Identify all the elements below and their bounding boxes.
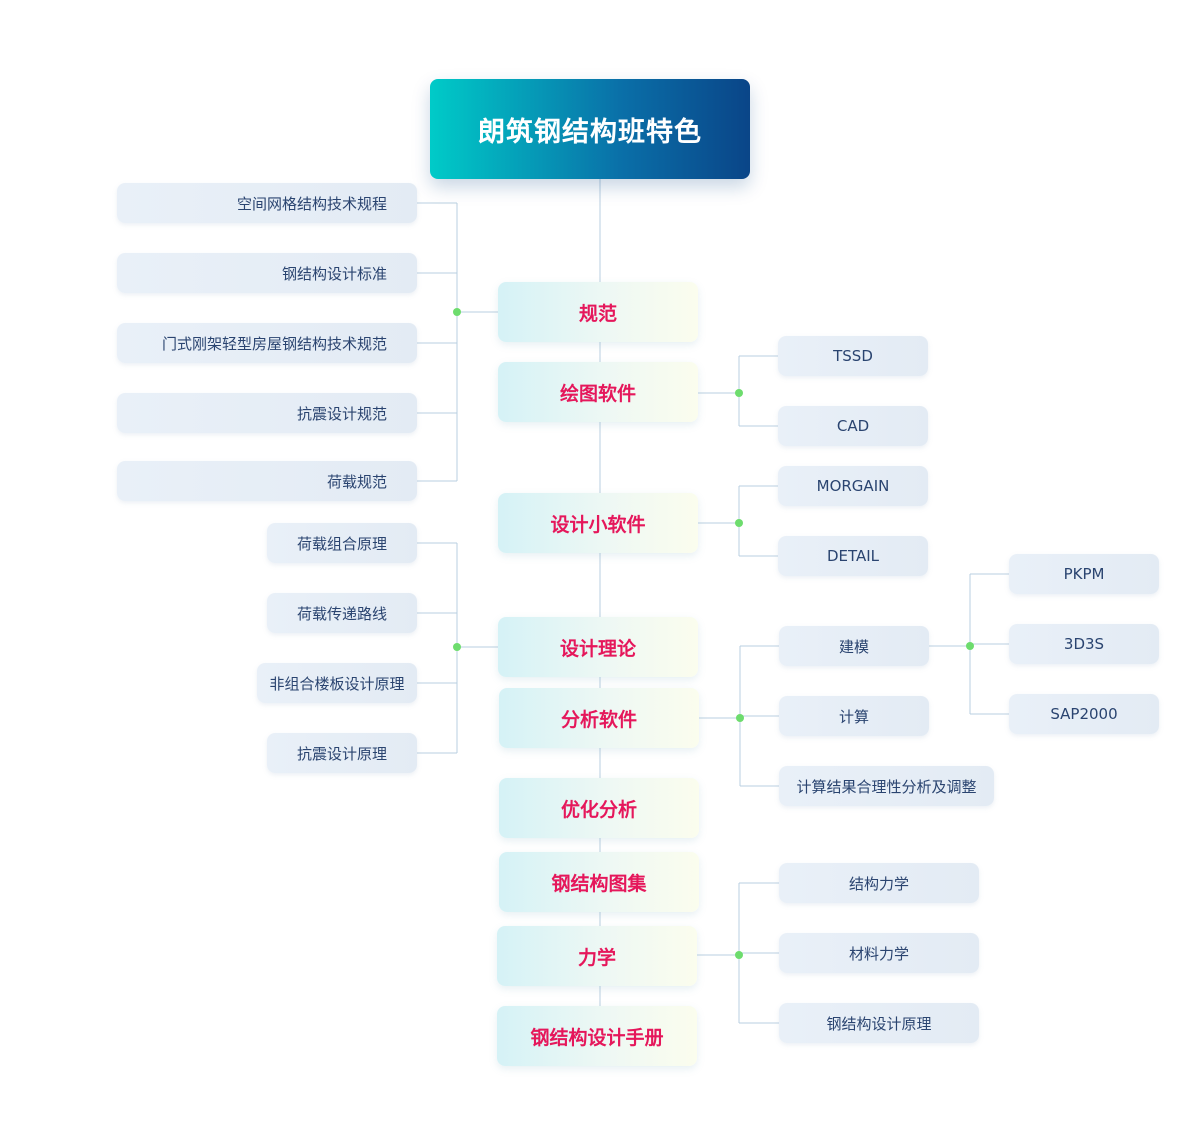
leaf-huitu-1: TSSD [778, 336, 928, 376]
main-node-shouce: 钢结构设计手册 [497, 1006, 697, 1066]
main-node-xiaoruanjian: 设计小软件 [498, 493, 698, 553]
leaf-lilun-3: 非组合楼板设计原理 [257, 663, 417, 703]
leaf-jianmo-3: SAP2000 [1009, 694, 1159, 734]
main-node-guifan: 规范 [498, 282, 698, 342]
main-node-lixue: 力学 [497, 926, 697, 986]
junction-dot [453, 643, 461, 651]
leaf-xiaoruanjian-2: DETAIL [778, 536, 928, 576]
main-node-fenxi: 分析软件 [499, 688, 699, 748]
junction-dot [736, 714, 744, 722]
main-node-youhua: 优化分析 [499, 778, 699, 838]
leaf-lilun-2: 荷载传递路线 [267, 593, 417, 633]
leaf-fenxi-2: 计算 [779, 696, 929, 736]
main-node-lilun: 设计理论 [498, 617, 698, 677]
junction-dot [453, 308, 461, 316]
main-node-huitu: 绘图软件 [498, 362, 698, 422]
leaf-jianmo-1: PKPM [1009, 554, 1159, 594]
leaf-fenxi-3: 计算结果合理性分析及调整 [779, 766, 994, 806]
leaf-lixue-3: 钢结构设计原理 [779, 1003, 979, 1043]
leaf-lixue-2: 材料力学 [779, 933, 979, 973]
leaf-guifan-5: 荷载规范 [117, 461, 417, 501]
leaf-fenxi-1: 建模 [779, 626, 929, 666]
leaf-guifan-4: 抗震设计规范 [117, 393, 417, 433]
root-node: 朗筑钢结构班特色 [430, 79, 750, 179]
leaf-lilun-1: 荷载组合原理 [267, 523, 417, 563]
leaf-xiaoruanjian-1: MORGAIN [778, 466, 928, 506]
leaf-huitu-2: CAD [778, 406, 928, 446]
leaf-lilun-4: 抗震设计原理 [267, 733, 417, 773]
junction-dot [735, 951, 743, 959]
junction-dot [966, 642, 974, 650]
junction-dot [735, 389, 743, 397]
leaf-guifan-1: 空间网格结构技术规程 [117, 183, 417, 223]
leaf-jianmo-2: 3D3S [1009, 624, 1159, 664]
leaf-lixue-1: 结构力学 [779, 863, 979, 903]
leaf-guifan-3: 门式刚架轻型房屋钢结构技术规范 [117, 323, 417, 363]
leaf-guifan-2: 钢结构设计标准 [117, 253, 417, 293]
junction-dot [735, 519, 743, 527]
main-node-tuji: 钢结构图集 [499, 852, 699, 912]
